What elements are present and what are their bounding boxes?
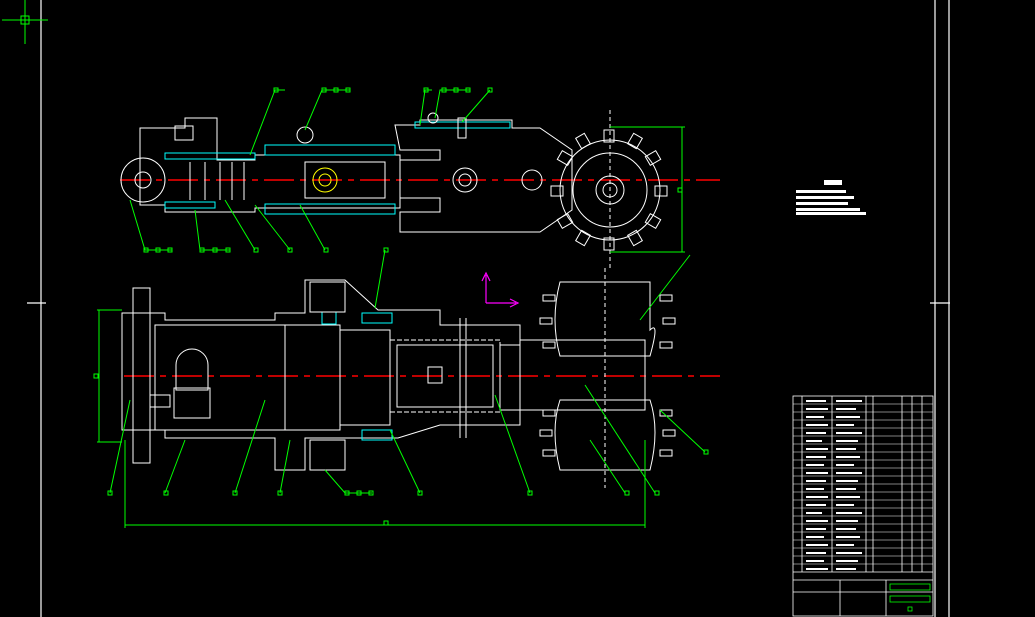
centerlines	[120, 179, 720, 377]
drawing-frame	[27, 0, 950, 617]
parts-list-glyphs	[806, 400, 862, 570]
rear-hub	[120, 157, 166, 203]
plan-picks	[539, 294, 676, 457]
lower-drum-body	[554, 399, 656, 471]
balloon-markers	[93, 87, 709, 526]
upper-drum-body	[554, 281, 656, 357]
stud-row	[189, 162, 245, 200]
leader-lines	[109, 89, 706, 494]
ucs-axis-icon	[481, 271, 520, 308]
plan-view	[121, 268, 676, 488]
technical-notes	[796, 180, 866, 215]
side-elevation-view	[120, 110, 668, 270]
cutter-picks	[550, 129, 668, 251]
parts-list-rows	[793, 403, 933, 565]
crosshair-cursor-icon	[2, 0, 48, 44]
